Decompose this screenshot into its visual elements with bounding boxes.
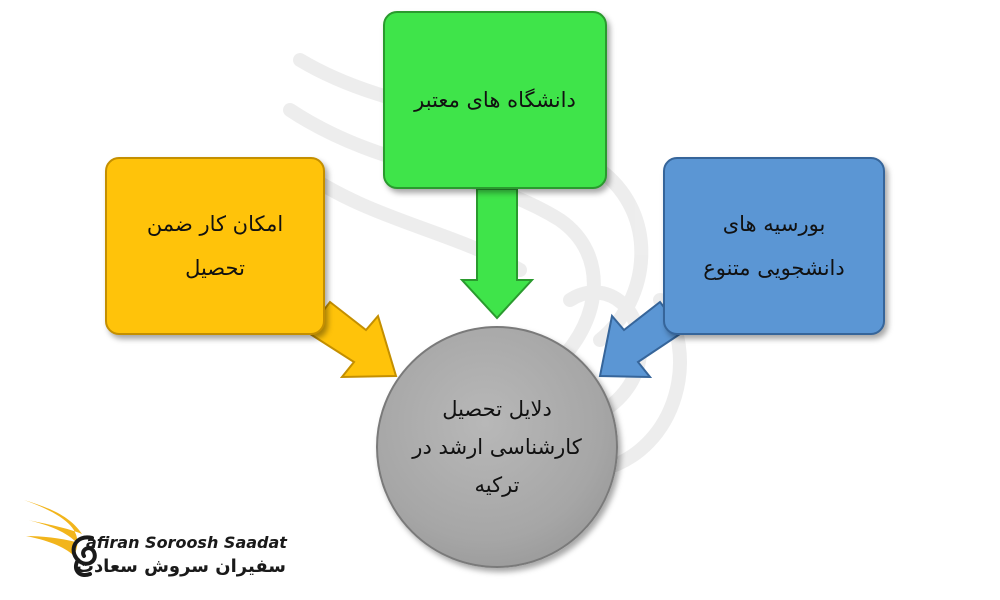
wings-logo-icon — [24, 500, 97, 577]
node-work-while-studying: امکان کار ضمن تحصیل — [105, 157, 325, 335]
brand-name-english: afiran Soroosh Saadat — [86, 533, 287, 552]
node-label: دانشگاه های معتبر — [414, 88, 576, 112]
brand-name-persian: سفیران سروش سعادت — [75, 556, 286, 577]
node-label: بورسیه های دانشجویی متنوع — [703, 212, 845, 280]
node-label: امکان کار ضمن تحصیل — [146, 212, 284, 280]
node-scholarships: بورسیه های دانشجویی متنوع — [663, 157, 885, 335]
arrow-yellow-to-center — [305, 300, 398, 379]
arrow-green-to-center — [459, 188, 535, 320]
arrow-blue-to-center — [598, 300, 685, 379]
center-node: دلایل تحصیل کارشناسی ارشد در ترکیه — [376, 326, 618, 568]
node-reputable-universities: دانشگاه های معتبر — [383, 11, 607, 189]
center-label: دلایل تحصیل کارشناسی ارشد در ترکیه — [412, 397, 582, 497]
